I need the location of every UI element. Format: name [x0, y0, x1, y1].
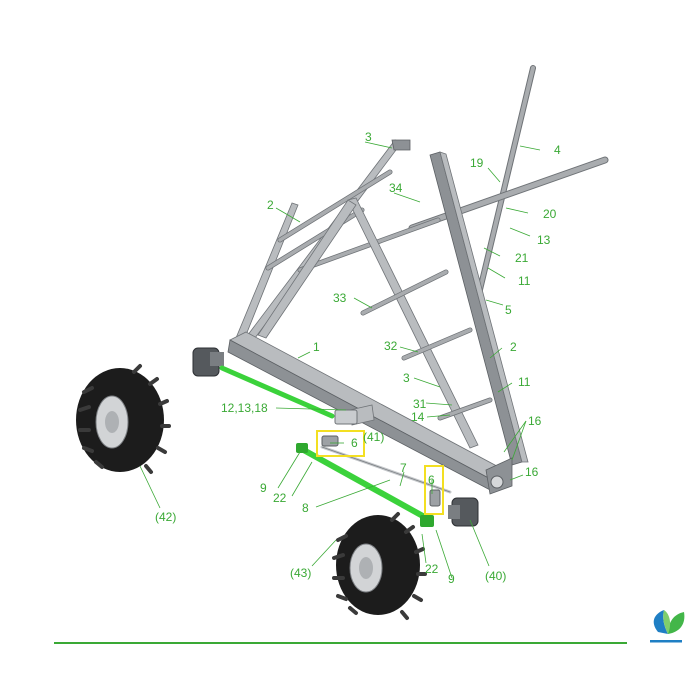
callout-22-left: 22 — [273, 491, 287, 505]
gearbox-right — [448, 497, 479, 527]
callout-14: 14 — [411, 410, 425, 424]
callout-9-right: 9 — [448, 572, 455, 586]
callout-6-left: 6 — [351, 436, 358, 450]
callout-12-13-18: 12,13,18 — [221, 401, 268, 415]
callout-7: 7 — [400, 461, 407, 475]
callout-42: (42) — [155, 510, 176, 524]
callout-3-mid: 3 — [403, 371, 410, 385]
callout-20: 20 — [543, 207, 557, 221]
callout-1: 1 — [313, 340, 320, 354]
callout-2-right: 2 — [510, 340, 517, 354]
callout-5: 5 — [505, 303, 512, 317]
callout-labels: 1 2 2 3 3 4 5 6 6 7 8 9 9 11 11 12,13,18… — [155, 130, 561, 586]
callout-32: 32 — [384, 339, 398, 353]
callout-21: 21 — [515, 251, 529, 265]
callout-11-mid: 11 — [518, 375, 531, 389]
callout-9-left: 9 — [260, 481, 267, 495]
callout-19: 19 — [470, 156, 484, 170]
drive-shafts — [219, 365, 452, 527]
wheel-right — [332, 512, 427, 620]
callout-43: (43) — [290, 566, 311, 580]
callout-4: 4 — [554, 143, 561, 157]
callout-6-right: 6 — [428, 473, 435, 487]
callout-2-left: 2 — [267, 198, 274, 212]
callout-16-top: 16 — [528, 414, 542, 428]
callout-33: 33 — [333, 291, 347, 305]
callout-40: (40) — [485, 569, 506, 583]
wheel-left — [76, 364, 171, 474]
gearbox-left — [192, 347, 224, 377]
highlight-box-6-left — [316, 430, 365, 457]
callout-11-top: 11 — [518, 274, 531, 288]
tower-frame — [192, 65, 609, 527]
leaf-drop-logo-icon — [650, 610, 685, 643]
callout-41: (41) — [363, 430, 384, 444]
leader-lines — [139, 141, 541, 579]
callout-16-bottom: 16 — [525, 465, 539, 479]
callout-22-right: 22 — [425, 562, 439, 576]
callout-3-top: 3 — [365, 130, 372, 144]
callout-31: 31 — [413, 397, 427, 411]
callout-8: 8 — [302, 501, 309, 515]
callout-34: 34 — [389, 181, 403, 195]
highlight-box-6-right — [424, 465, 444, 515]
callout-13: 13 — [537, 233, 551, 247]
